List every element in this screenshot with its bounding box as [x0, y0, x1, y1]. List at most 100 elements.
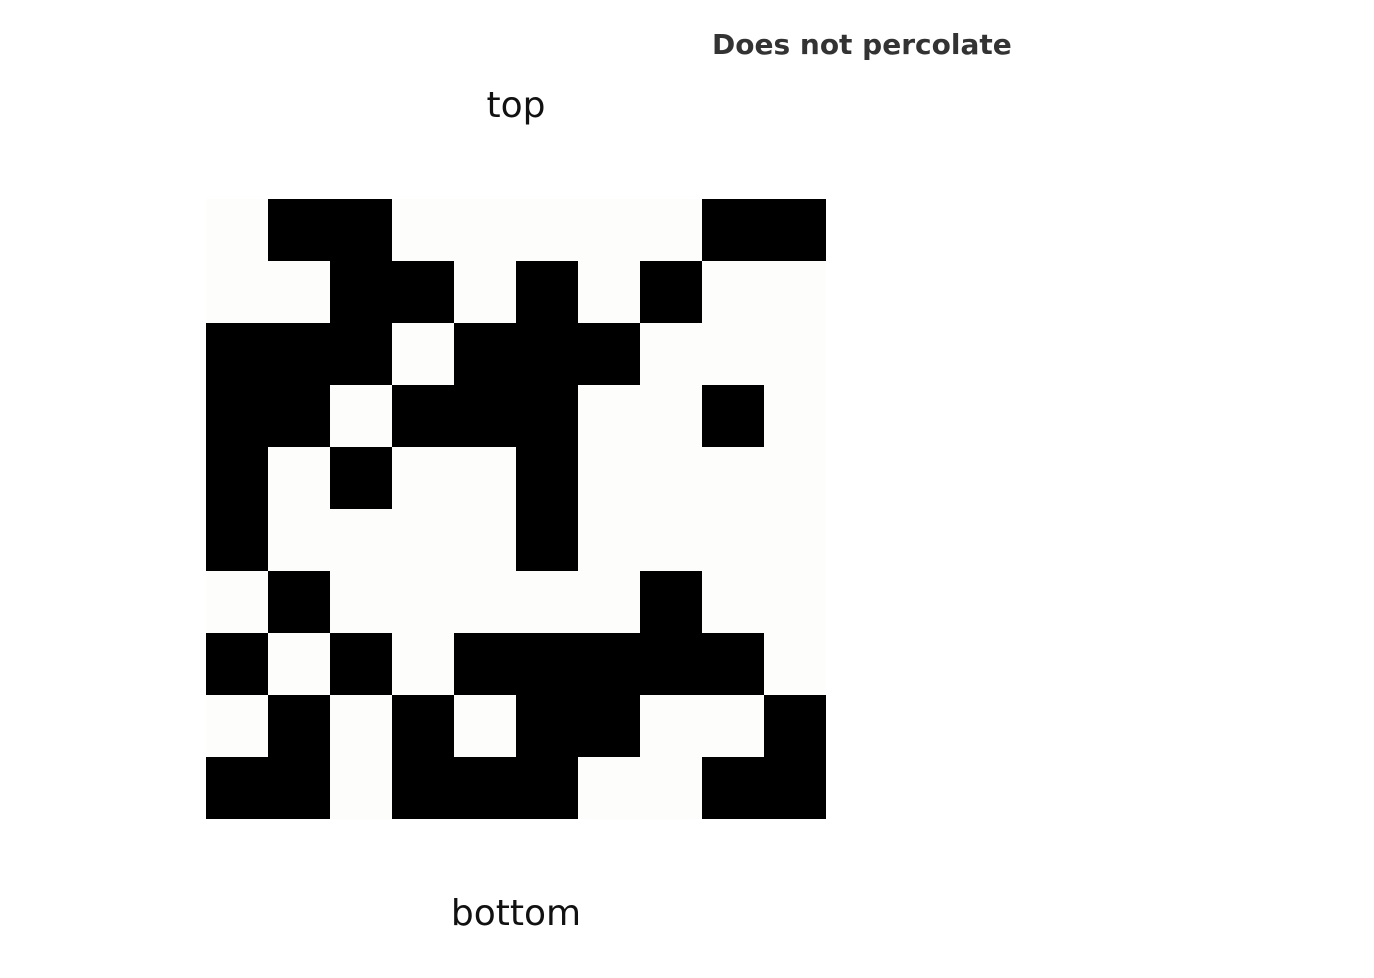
- grid-cell-open: [454, 447, 516, 509]
- grid-cell-open: [206, 695, 268, 757]
- grid-cell-open: [640, 447, 702, 509]
- grid-cell-open: [268, 447, 330, 509]
- grid-cell-open: [640, 509, 702, 571]
- percolation-status-title: Does not percolate: [712, 28, 1012, 61]
- grid-cell-blocked: [702, 199, 764, 261]
- grid-cell-blocked: [516, 509, 578, 571]
- grid-cell-open: [640, 199, 702, 261]
- grid-cell-blocked: [578, 633, 640, 695]
- percolation-grid: [206, 199, 826, 819]
- grid-cell-open: [578, 385, 640, 447]
- grid-cell-blocked: [330, 633, 392, 695]
- grid-cell-open: [330, 757, 392, 819]
- grid-cell-open: [454, 571, 516, 633]
- grid-cell-blocked: [516, 695, 578, 757]
- grid-cell-open: [578, 199, 640, 261]
- top-label: top: [486, 85, 546, 126]
- grid-cell-blocked: [330, 447, 392, 509]
- grid-cell-open: [454, 695, 516, 757]
- grid-cell-open: [764, 323, 826, 385]
- grid-cell-blocked: [454, 385, 516, 447]
- grid-cell-blocked: [206, 447, 268, 509]
- grid-cell-open: [578, 757, 640, 819]
- grid-cell-blocked: [268, 323, 330, 385]
- grid-cell-open: [206, 261, 268, 323]
- grid-cell-open: [578, 509, 640, 571]
- grid-cell-blocked: [206, 323, 268, 385]
- grid-cell-open: [392, 447, 454, 509]
- grid-cell-open: [640, 695, 702, 757]
- grid-cell-open: [268, 261, 330, 323]
- grid-cell-open: [268, 633, 330, 695]
- grid-cell-blocked: [516, 757, 578, 819]
- grid-cell-open: [206, 571, 268, 633]
- grid-cell-open: [640, 323, 702, 385]
- grid-cell-blocked: [764, 199, 826, 261]
- grid-cell-open: [702, 509, 764, 571]
- grid-cell-open: [454, 261, 516, 323]
- grid-cell-open: [268, 509, 330, 571]
- grid-cell-blocked: [330, 323, 392, 385]
- grid-cell-open: [702, 571, 764, 633]
- grid-cell-blocked: [702, 757, 764, 819]
- grid-cell-open: [392, 571, 454, 633]
- grid-cell-blocked: [516, 447, 578, 509]
- grid-cell-blocked: [330, 261, 392, 323]
- grid-cell-blocked: [392, 261, 454, 323]
- grid-cell-open: [764, 509, 826, 571]
- grid-cell-blocked: [516, 323, 578, 385]
- grid-cell-blocked: [268, 385, 330, 447]
- grid-cell-blocked: [454, 757, 516, 819]
- grid-cell-blocked: [454, 323, 516, 385]
- grid-cell-open: [640, 385, 702, 447]
- grid-cell-open: [702, 695, 764, 757]
- grid-cell-open: [640, 757, 702, 819]
- grid-cell-open: [764, 633, 826, 695]
- grid-cell-blocked: [640, 571, 702, 633]
- grid-cell-blocked: [764, 757, 826, 819]
- grid-cell-open: [516, 571, 578, 633]
- grid-cell-open: [702, 447, 764, 509]
- grid-cell-open: [330, 509, 392, 571]
- grid-cell-open: [392, 509, 454, 571]
- grid-cell-open: [578, 571, 640, 633]
- grid-cell-blocked: [268, 199, 330, 261]
- grid-cell-blocked: [206, 633, 268, 695]
- grid-cell-blocked: [702, 633, 764, 695]
- grid-cell-blocked: [578, 695, 640, 757]
- grid-cell-blocked: [392, 695, 454, 757]
- grid-cell-blocked: [330, 199, 392, 261]
- grid-cell-open: [392, 633, 454, 695]
- bottom-label: bottom: [450, 893, 582, 934]
- grid-cell-blocked: [392, 757, 454, 819]
- grid-cell-open: [764, 571, 826, 633]
- grid-cell-open: [578, 447, 640, 509]
- grid-cell-open: [330, 695, 392, 757]
- grid-cell-open: [516, 199, 578, 261]
- grid-cell-blocked: [206, 509, 268, 571]
- grid-cell-open: [392, 199, 454, 261]
- grid-cell-blocked: [206, 385, 268, 447]
- grid-cell-blocked: [206, 757, 268, 819]
- grid-cell-blocked: [640, 633, 702, 695]
- grid-cell-open: [330, 571, 392, 633]
- grid-cell-blocked: [702, 385, 764, 447]
- grid-cell-open: [454, 509, 516, 571]
- grid-cell-open: [764, 385, 826, 447]
- grid-cell-blocked: [268, 571, 330, 633]
- grid-cell-blocked: [640, 261, 702, 323]
- grid-cell-blocked: [268, 757, 330, 819]
- grid-cell-blocked: [454, 633, 516, 695]
- grid-cell-open: [578, 261, 640, 323]
- grid-cell-blocked: [268, 695, 330, 757]
- grid-cell-open: [206, 199, 268, 261]
- grid-cell-blocked: [392, 385, 454, 447]
- grid-cell-open: [454, 199, 516, 261]
- grid-cell-blocked: [578, 323, 640, 385]
- grid-cell-open: [764, 447, 826, 509]
- grid-cell-blocked: [516, 385, 578, 447]
- grid-cell-open: [702, 261, 764, 323]
- grid-cell-blocked: [516, 633, 578, 695]
- grid-cell-blocked: [764, 695, 826, 757]
- grid-cell-open: [392, 323, 454, 385]
